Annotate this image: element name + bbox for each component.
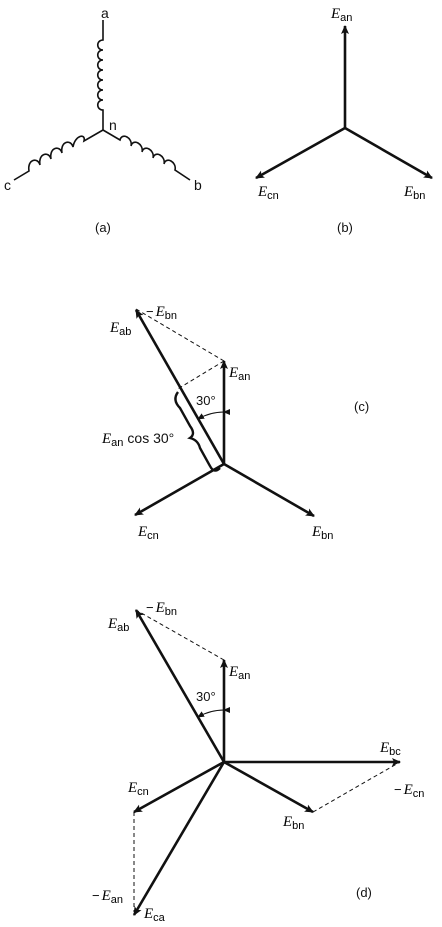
dashed-perpendicular-c: [175, 360, 225, 391]
label-ecn-d: Ecn: [127, 780, 149, 798]
phasor-ebn-c: [223, 462, 315, 518]
phasor-ecn-d: [133, 760, 225, 814]
label-eab-d: Eab: [107, 616, 129, 634]
label-ecn-c: Ecn: [137, 524, 159, 542]
phasor-ecn-b: [255, 126, 346, 180]
neutral-n-label: n: [109, 117, 117, 133]
label-minus-ebn-c: −Ebn: [146, 304, 177, 322]
label-ebn-d: Ebn: [282, 814, 304, 832]
label-minus-ecn-d: −Ecn: [394, 782, 424, 800]
phasor-ebn-b: [344, 126, 433, 180]
phasor-eab-d: [134, 609, 226, 763]
label-ecn-b: Ecn: [257, 184, 279, 202]
projection-brace-c: [174, 391, 221, 472]
phasor-eca-d: [132, 761, 226, 916]
caption-d: (d): [356, 885, 372, 900]
phasor-ebn-d: [223, 760, 314, 814]
label-ean-b: Ean: [330, 6, 352, 24]
panel-d-line-voltages: 30° Ean −Ebn Eab Ebc −Ecn Ecn Ebn −Ean E…: [92, 600, 424, 924]
dashed-parallelogram-top-c: [135, 308, 225, 362]
phasor-eab-c: [134, 309, 226, 465]
caption-c: (c): [354, 399, 369, 414]
angle-label-c: 30°: [196, 393, 216, 408]
label-ebc-d: Ebc: [379, 740, 401, 758]
dashed-minus-ecn-d: [312, 761, 401, 813]
phasor-ecn-c: [134, 462, 225, 517]
winding-b: [102, 129, 191, 181]
angle-arc-d: [197, 706, 231, 718]
label-ean-c: Ean: [228, 365, 250, 383]
terminal-c-label: c: [4, 177, 11, 193]
winding-a: [96, 20, 104, 130]
label-ebn-c: Ebn: [311, 524, 333, 542]
panel-a-wye-windings: a n b c (a): [4, 5, 202, 235]
label-ebn-b: Ebn: [403, 184, 425, 202]
label-ean-d: Ean: [228, 664, 250, 682]
dashed-minus-ebn-d: [135, 609, 225, 661]
label-eca-d: Eca: [143, 906, 166, 924]
panel-b-phase-phasors: Ean Ebn Ecn (b): [255, 6, 433, 235]
angle-arc-c: [197, 408, 231, 420]
caption-b: (b): [337, 220, 353, 235]
terminal-a-label: a: [101, 5, 109, 21]
label-eab-c: Eab: [109, 320, 131, 338]
terminal-b-label: b: [194, 177, 202, 193]
label-minus-ean-d: −Ean: [92, 888, 123, 906]
label-minus-ebn-d: −Ebn: [146, 600, 177, 618]
angle-label-d: 30°: [196, 689, 216, 704]
winding-c: [13, 129, 104, 181]
caption-a: (a): [95, 220, 111, 235]
